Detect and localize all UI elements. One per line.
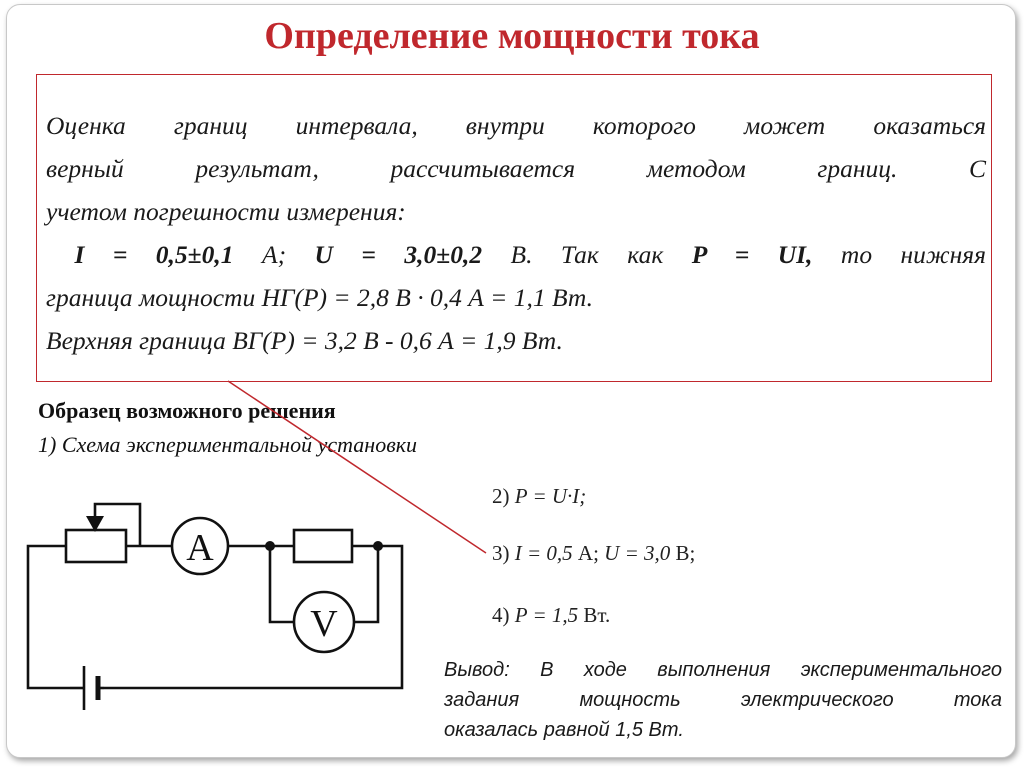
rheostat [64, 528, 128, 564]
setup-scheme-caption: 1) Схема экспериментальной установки [38, 432, 418, 457]
step-4-value: 1,5 [551, 603, 579, 627]
box-line-3: учетом погрешности измерения: [46, 197, 406, 226]
boundary-method-text: Оценка границ интервала, внутри которого… [46, 104, 986, 362]
step-3-current: I = 0,5 [514, 541, 573, 565]
conclusion-line-2: задания мощность электрического тока [444, 689, 1002, 711]
voltage-value: U = 3,0±0,2 [314, 240, 483, 269]
box-line-2: верный результат, рассчитывается методом… [46, 154, 986, 183]
step-3: 3) I = 0,5 А; U = 3,0 В; [492, 541, 695, 566]
step-4-num: 4) [492, 603, 515, 627]
rheostat-slider [93, 502, 142, 546]
step-3-a: А; [572, 541, 605, 565]
step-2-num: 2) [492, 484, 515, 508]
junction-right [373, 541, 383, 551]
step-3-num: 3) [492, 541, 515, 565]
voltmeter [292, 590, 356, 654]
step-3-voltage: U = 3,0 [604, 541, 671, 565]
box-line-4-b: В. Так как [482, 240, 692, 269]
voltmeter-branch-left [268, 546, 294, 624]
wire-right [104, 544, 404, 690]
wire-left [26, 544, 70, 690]
slide-title: Определение мощности тока [264, 15, 760, 57]
conclusion-line-1: Вывод: В ходе выполнения экспериментальн… [444, 659, 1002, 681]
step-2: 2) P = U·I; [492, 484, 586, 509]
step-3-b: В; [670, 541, 696, 565]
conclusion-line-3: оказалась равной 1,5 Вт. [444, 719, 684, 741]
conclusion: Вывод: В ходе выполнения экспериментальн… [444, 655, 1002, 745]
circuit-diagram: A V [26, 502, 404, 710]
junction-left [265, 541, 275, 551]
box-line-4: I = 0,5±0,1 А; U = 3,0±0,2 В. Так как P … [46, 233, 986, 276]
step-4-p: P = [514, 603, 552, 627]
box-line-1: Оценка границ интервала, внутри которого… [46, 111, 986, 140]
box-line-5: граница мощности НГ(Р) = 2,8 В · 0,4 А =… [46, 283, 593, 312]
resistor [292, 528, 354, 564]
voltmeter-label: V [310, 603, 338, 645]
voltmeter-branch-right [354, 546, 380, 624]
slider-arrow-icon [86, 516, 104, 532]
step-4-unit: Вт. [578, 603, 611, 627]
ammeter-label: A [186, 527, 214, 569]
box-line-4-a: А; [233, 240, 315, 269]
step-4: 4) P = 1,5 Вт. [492, 603, 610, 628]
current-value: I = 0,5±0,1 [74, 240, 234, 269]
box-line-4-c: то нижняя [812, 240, 986, 269]
boundary-method-box [36, 74, 992, 382]
box-line-6: Верхняя граница ВГ(Р) = 3,2 В - 0,6 А = … [46, 326, 563, 355]
step-2-formula: P = U·I; [514, 484, 587, 508]
power-formula: P = UI, [691, 240, 813, 269]
